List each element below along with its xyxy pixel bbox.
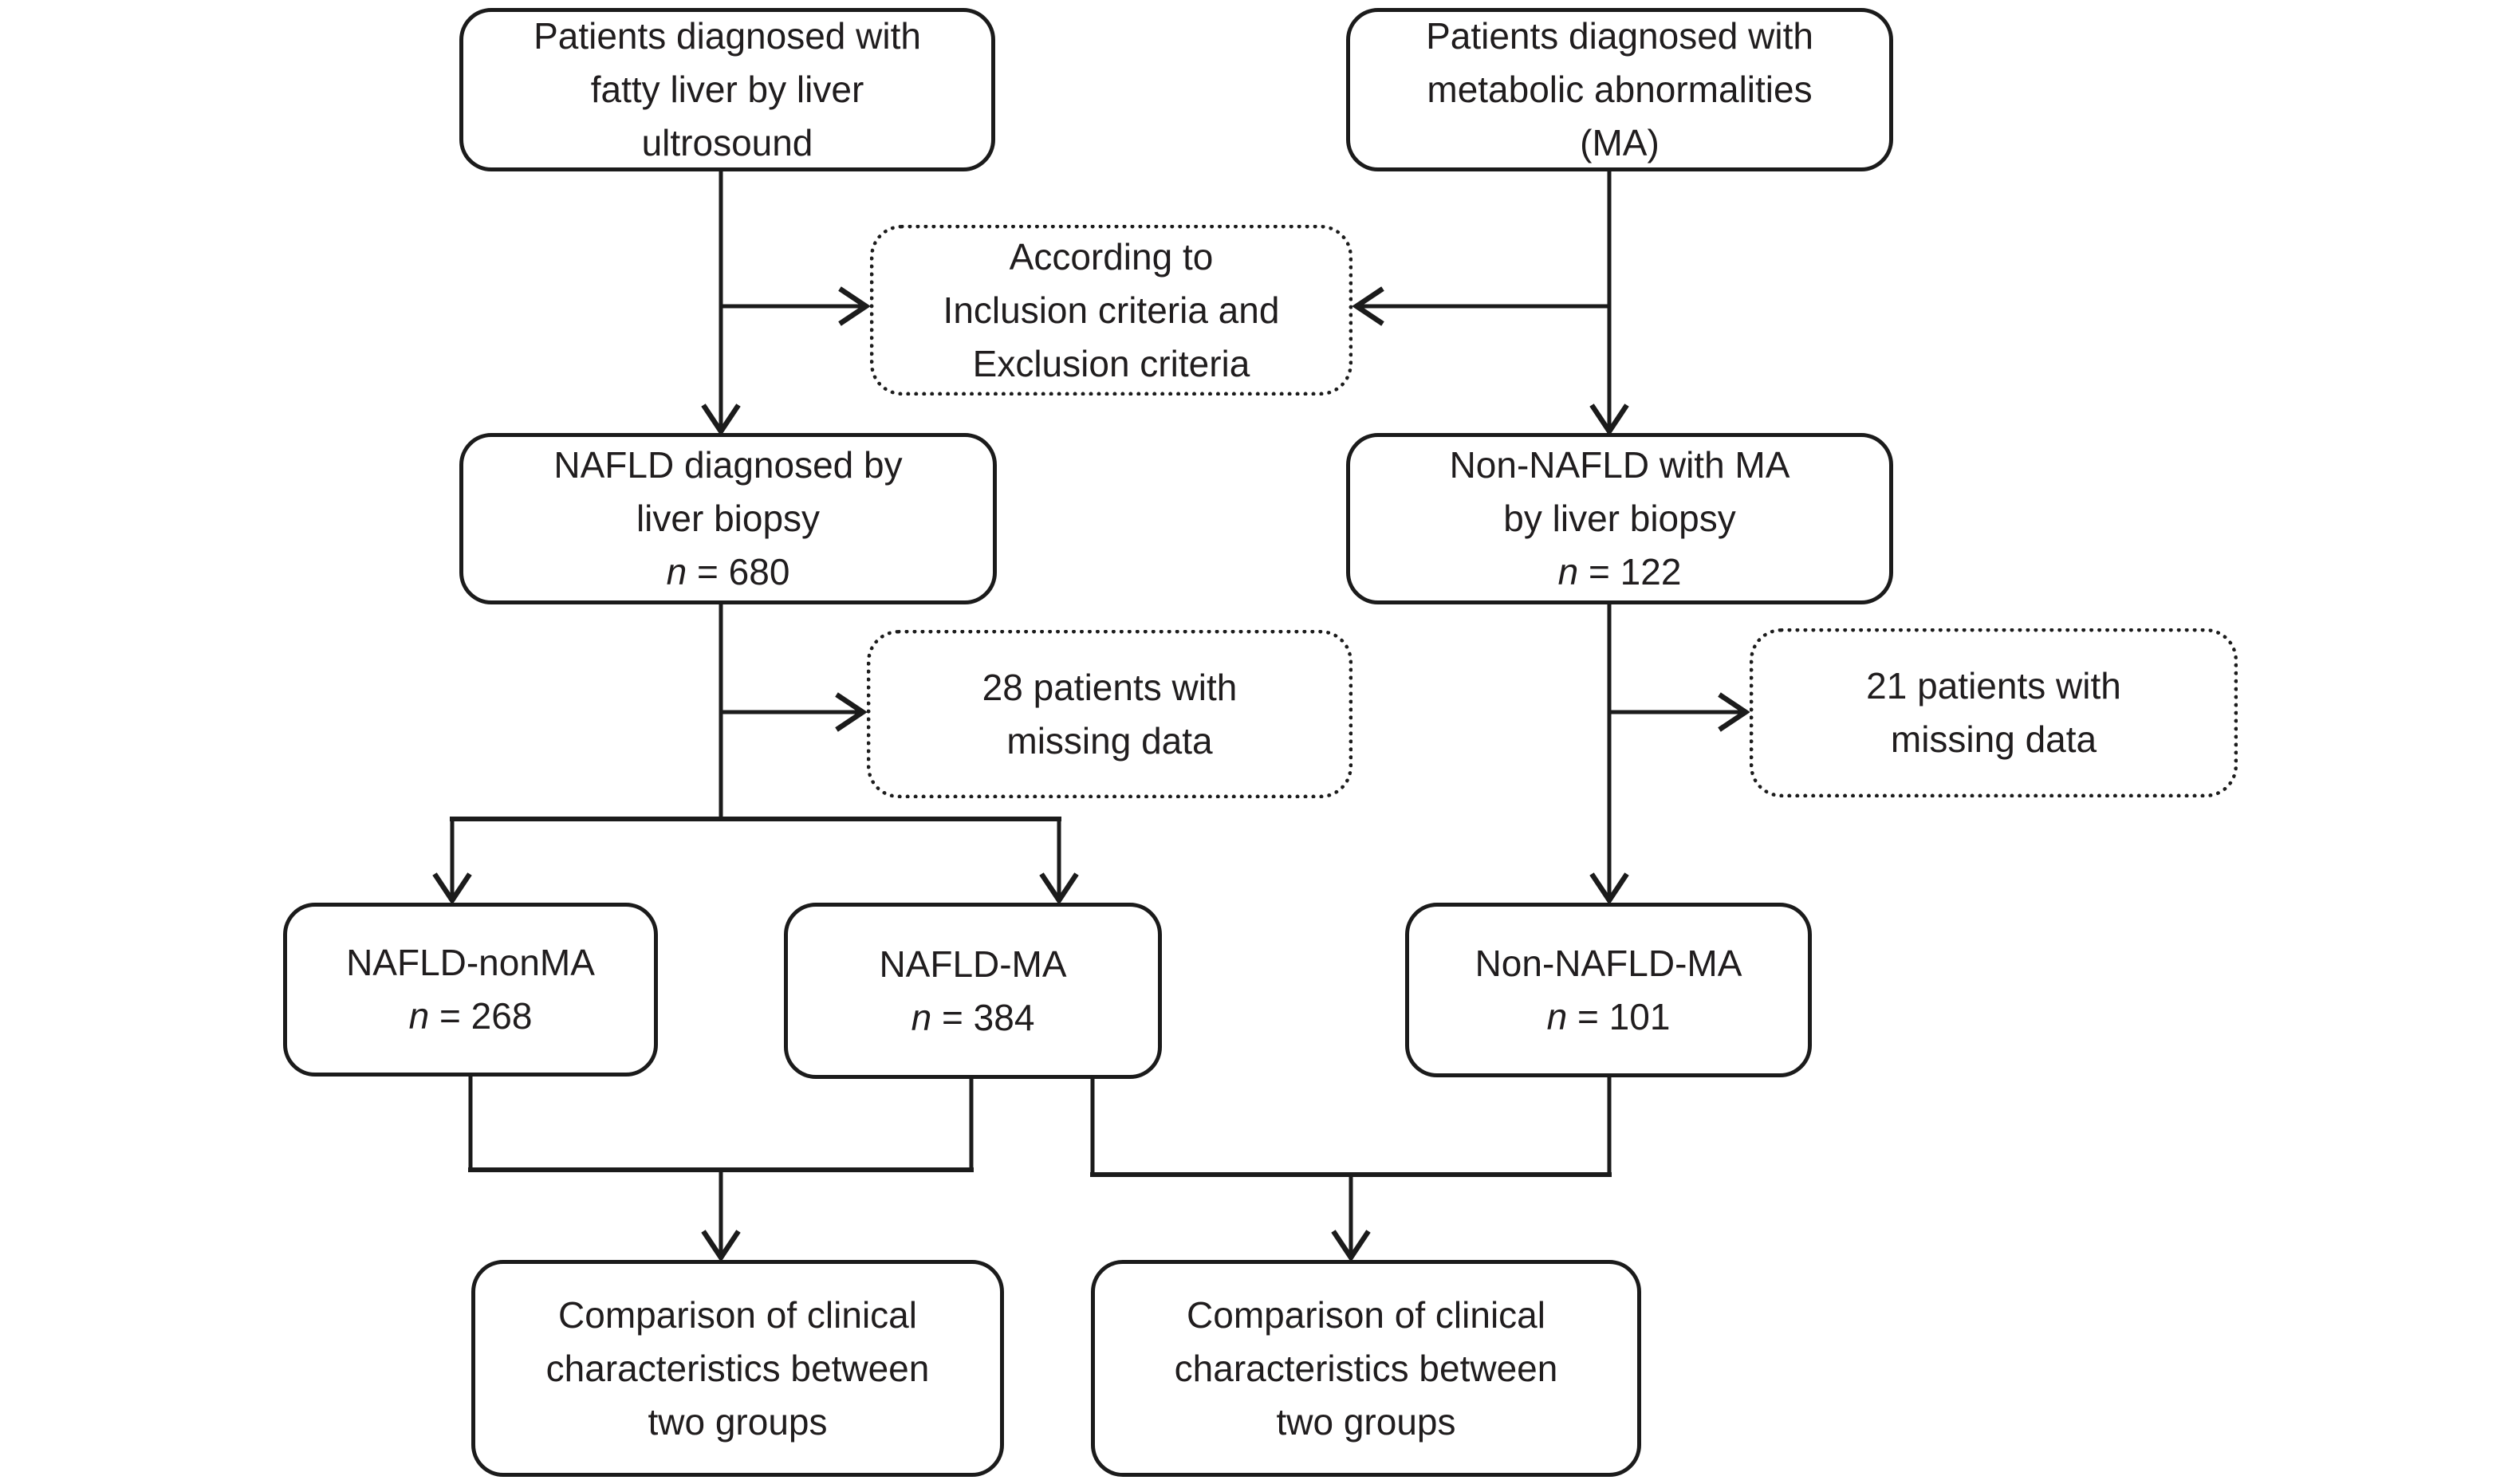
n-value: = 101 — [1577, 995, 1671, 1037]
node-criteria: According to Inclusion criteria and Excl… — [870, 225, 1352, 396]
node-line: metabolic abnormalities — [1427, 69, 1813, 110]
node-line: NAFLD-MA — [879, 943, 1067, 985]
node-line: by liver biopsy — [1503, 498, 1736, 539]
node-missing-data-right: 21 patients with missing data — [1750, 628, 2238, 797]
node-line: NAFLD-nonMA — [346, 942, 595, 983]
n-value: = 268 — [439, 995, 533, 1037]
node-line: Patients diagnosed with — [534, 15, 921, 57]
node-line: 21 patients with — [1866, 665, 2121, 707]
node-line: liver biopsy — [636, 498, 821, 539]
n-symbol: n — [911, 996, 932, 1038]
n-value: = 680 — [697, 551, 790, 592]
connector-fatty-liver-to-criteria — [721, 286, 871, 326]
connector-split-to-nafld-nonma — [432, 817, 472, 905]
node-line: characteristics between — [545, 1347, 930, 1389]
node-nafld-biopsy: NAFLD diagnosed by liver biopsy n= 680 — [459, 433, 997, 604]
n-symbol: n — [666, 551, 687, 592]
node-count: n= 680 — [667, 545, 790, 599]
node-count: n= 268 — [409, 990, 533, 1043]
node-line: 28 patients with — [982, 666, 1238, 708]
node-line: characteristics between — [1174, 1347, 1558, 1389]
node-line: two groups — [1276, 1400, 1456, 1443]
node-non-nafld-biopsy: Non-NAFLD with MA by liver biopsy n= 122 — [1346, 433, 1893, 604]
node-line: ultrosound — [641, 122, 813, 163]
connector-merge-to-comparison-left — [468, 1077, 974, 1262]
node-line: NAFLD diagnosed by — [553, 444, 903, 486]
node-missing-data-left: 28 patients with missing data — [867, 630, 1352, 798]
n-value: = 122 — [1589, 551, 1682, 592]
node-metabolic-patients: Patients diagnosed with metabolic abnorm… — [1346, 8, 1893, 171]
connector-non-nafld-to-missing-right — [1609, 692, 1750, 732]
n-symbol: n — [408, 995, 430, 1037]
node-non-nafld-ma: Non-NAFLD-MA n= 101 — [1405, 903, 1812, 1077]
node-line: Inclusion criteria and — [943, 289, 1280, 331]
n-symbol: n — [1557, 551, 1579, 592]
node-fatty-liver-patients: Patients diagnosed with fatty liver by l… — [459, 8, 995, 171]
node-comparison-left: Comparison of clinical characteristics b… — [471, 1260, 1004, 1477]
node-line: missing data — [1890, 718, 2097, 760]
node-comparison-right: Comparison of clinical characteristics b… — [1091, 1260, 1641, 1477]
node-line: two groups — [648, 1400, 828, 1443]
node-line: fatty liver by liver — [590, 69, 864, 110]
node-line: Non-NAFLD with MA — [1449, 444, 1790, 486]
node-line: missing data — [1006, 719, 1213, 762]
connector-non-nafld-to-non-nafld-ma — [1589, 604, 1629, 905]
connector-split-to-nafld-ma — [1039, 817, 1079, 905]
n-symbol: n — [1546, 995, 1568, 1037]
node-line: Patients diagnosed with — [1426, 15, 1813, 57]
connector-nafld-to-missing-left — [721, 692, 868, 732]
node-line: According to — [1009, 235, 1214, 278]
connector-fatty-liver-to-nafld — [701, 171, 741, 436]
connector-metabolic-to-non-nafld — [1589, 171, 1629, 436]
node-nafld-nonma: NAFLD-nonMA n= 268 — [283, 903, 658, 1077]
node-nafld-ma: NAFLD-MA n= 384 — [784, 903, 1162, 1079]
node-line: Exclusion criteria — [972, 342, 1250, 384]
connector-merge-to-comparison-right — [1090, 1077, 1612, 1262]
node-line: Non-NAFLD-MA — [1475, 942, 1742, 984]
node-line: Comparison of clinical — [558, 1293, 917, 1336]
node-count: n= 101 — [1547, 990, 1671, 1044]
connector-metabolic-to-criteria — [1352, 286, 1609, 326]
node-count: n= 122 — [1558, 545, 1682, 599]
node-line: (MA) — [1580, 122, 1660, 163]
n-value: = 384 — [942, 996, 1035, 1038]
node-line: Comparison of clinical — [1187, 1293, 1545, 1336]
node-count: n= 384 — [911, 991, 1035, 1045]
